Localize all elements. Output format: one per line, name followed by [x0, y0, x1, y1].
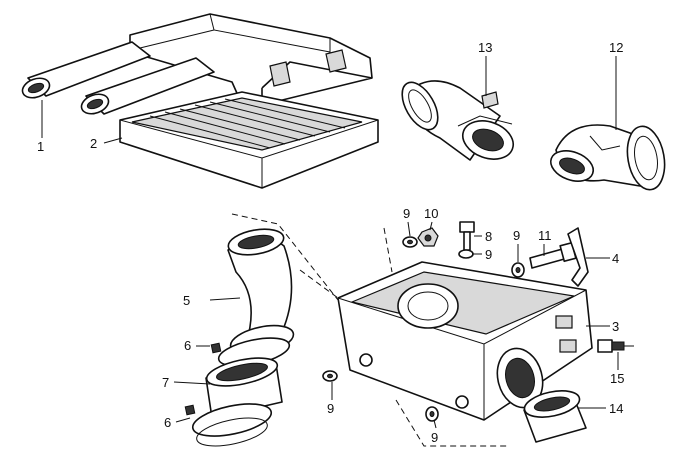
callout-8: 8 [485, 229, 492, 244]
intake-sleeve-ring [523, 390, 587, 443]
callout-6b: 6 [164, 415, 171, 430]
coupling-sleeve [205, 357, 283, 419]
air-filter-element [119, 91, 379, 189]
callout-9a: 9 [403, 206, 410, 221]
callout-5: 5 [183, 293, 190, 308]
callout-11: 11 [538, 228, 552, 243]
callout-9b: 9 [485, 247, 492, 262]
nut-10 [417, 227, 439, 247]
intake-duct-housing [21, 13, 373, 115]
callout-3: 3 [612, 319, 619, 334]
washer-e [425, 406, 439, 422]
intake-hose [227, 228, 295, 356]
assembly-guide-lines [231, 213, 510, 447]
callout-14: 14 [609, 401, 623, 416]
bolt-8 [459, 221, 475, 251]
washer-a [402, 236, 418, 248]
callout-9c: 9 [513, 228, 520, 243]
air-filter-lower-housing [337, 261, 593, 421]
callout-10: 10 [424, 206, 438, 221]
callout-labels: 1 2 3 4 5 6 7 6 8 9 10 9 9 11 12 13 14 1… [37, 40, 624, 445]
hose-clamp-lower [184, 403, 273, 447]
bolt-11 [529, 241, 577, 269]
washer-c [511, 262, 525, 278]
callout-2: 2 [90, 136, 97, 151]
rubber-intake-elbow [401, 80, 514, 161]
callout-15: 15 [610, 371, 624, 386]
callout-7: 7 [162, 375, 169, 390]
temperature-sensor-15 [597, 339, 634, 353]
leader-lines [41, 56, 619, 429]
callout-1: 1 [37, 139, 44, 154]
callout-9d: 9 [327, 401, 334, 416]
washer-d [322, 370, 338, 382]
callout-4: 4 [612, 251, 619, 266]
callout-6a: 6 [184, 338, 191, 353]
callout-13: 13 [478, 40, 492, 55]
callout-12: 12 [609, 40, 623, 55]
callout-9e: 9 [431, 430, 438, 445]
rubber-intake-boot [549, 124, 666, 191]
bracket-4 [567, 227, 589, 287]
washer-b [458, 249, 474, 259]
